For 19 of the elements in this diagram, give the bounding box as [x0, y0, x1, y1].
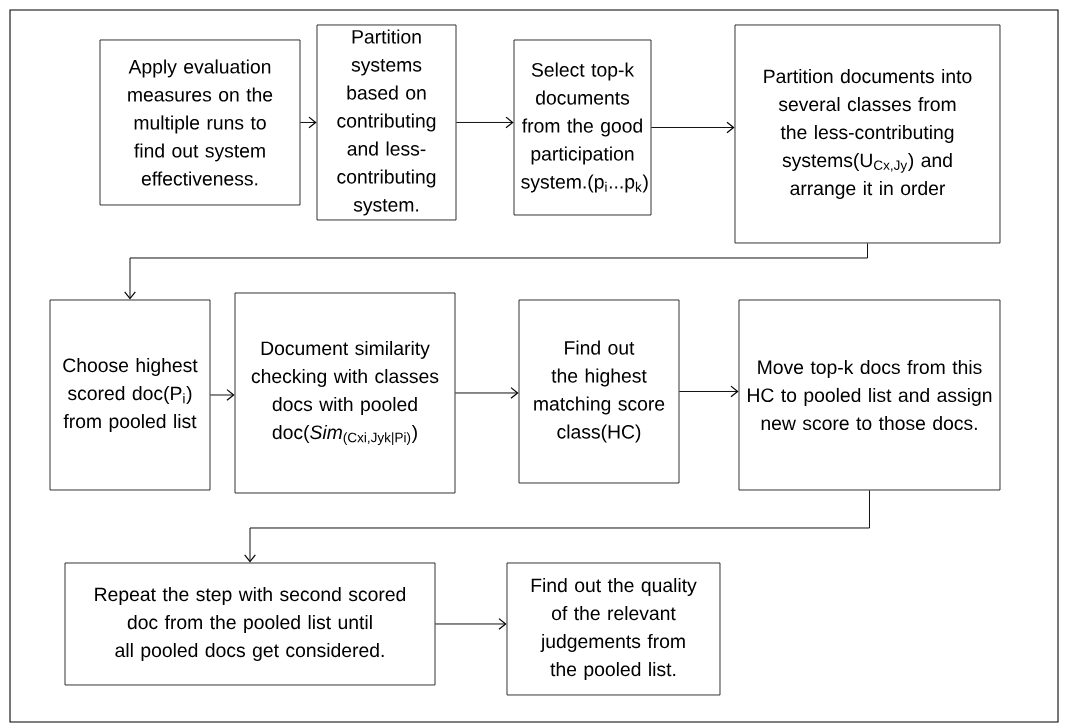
- arrow: [454, 387, 519, 399]
- arrow: [455, 116, 514, 129]
- arrow: [124, 242, 868, 300]
- arrow: [678, 385, 739, 398]
- arrow: [299, 116, 317, 129]
- process-box: Repeat the step with second scored doc from the pooled list until all pooled docs get considered.: [64, 562, 436, 686]
- process-box: Partition systems based on contributing and less-contributing system.: [316, 24, 457, 221]
- process-box: Move top-k docs from this HC to pooled list and assign new score to those docs.: [738, 299, 1001, 491]
- process-box: Choose highest scored doc(P$_{i}$) from pooled list: [49, 299, 211, 491]
- process-box: Document similarity checking with classes docs with pooled doc(Sim$_{(Cxi,Jyk|Pi)}$): [234, 292, 456, 494]
- arrow: [209, 389, 235, 401]
- process-box: Find out the quality of the relevant judgements from the pooled list.: [506, 562, 721, 696]
- process-box: Partition documents into several classes from the less-contributing systems(U$_{Cx,Jy}$) and arrange it in order: [734, 24, 1001, 244]
- process-box: Find out the highest matching score class(HC): [518, 299, 680, 484]
- process-box: Apply evaluation measures on the multiple runs to find out system effectiveness.: [99, 39, 301, 206]
- arrow: [244, 489, 870, 563]
- arrow: [434, 618, 507, 630]
- process-box: Select top-k documents from the good participation system.(p$_{i}$...p$_{k}$): [513, 39, 652, 216]
- arrow: [650, 121, 735, 134]
